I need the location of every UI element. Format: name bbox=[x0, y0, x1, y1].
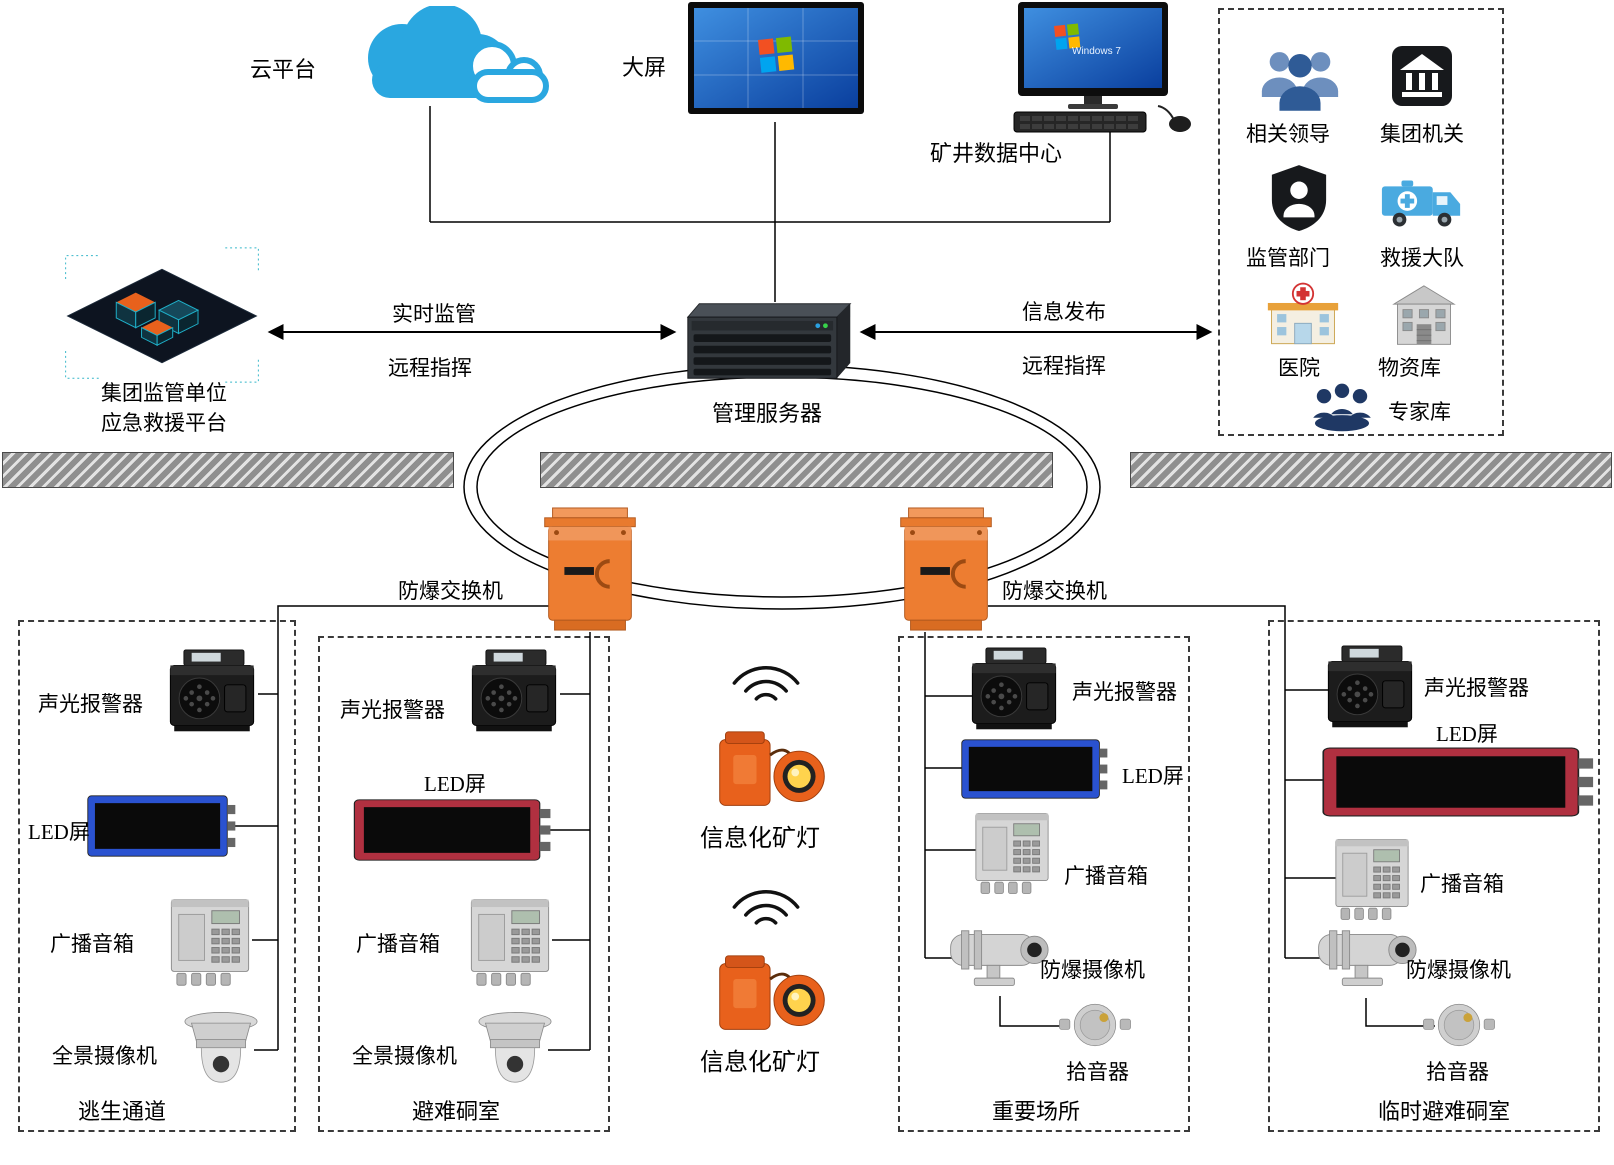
zone1-led-label: LED屏 bbox=[28, 820, 90, 844]
ground-bar-right bbox=[1130, 452, 1612, 488]
mine-lamp-bottom-label: 信息化矿灯 bbox=[700, 1050, 820, 1076]
experts-icon bbox=[1313, 383, 1371, 432]
zone2-camera-label: 全景摄像机 bbox=[352, 1044, 457, 1068]
rescue-ambulance-icon bbox=[1381, 180, 1461, 227]
speaker-device-image bbox=[1326, 836, 1418, 922]
server-label: 管理服务器 bbox=[712, 401, 823, 426]
mine-lamp-image bbox=[712, 950, 832, 1042]
datacenter-label: 矿井数据中心 bbox=[930, 141, 1063, 166]
zone3-led-label: LED屏 bbox=[1122, 764, 1184, 788]
sound-pickup-image bbox=[1422, 998, 1496, 1052]
hospital-label: 医院 bbox=[1278, 356, 1320, 380]
rescue-label: 救援大队 bbox=[1380, 246, 1464, 270]
hospital-icon bbox=[1267, 282, 1339, 345]
datacenter-computer-icon bbox=[1013, 2, 1191, 133]
alarm-device-image bbox=[1316, 644, 1424, 736]
zone4-camera-label: 防爆摄像机 bbox=[1406, 958, 1511, 982]
big-screen-label: 大屏 bbox=[622, 55, 667, 80]
wifi-signal-icon bbox=[722, 648, 810, 704]
zone-refuge-box bbox=[318, 636, 610, 1132]
explosion-proof-switch-left-icon bbox=[540, 506, 640, 634]
panoramic-camera-image bbox=[180, 1006, 262, 1096]
warehouse-label: 物资库 bbox=[1378, 356, 1441, 380]
alarm-device-image bbox=[158, 648, 266, 740]
alarm-device-image bbox=[960, 646, 1068, 738]
platform-label-line1: 集团监管单位 bbox=[101, 381, 227, 405]
zone4-title: 临时避难硐室 bbox=[1378, 1099, 1511, 1124]
zone1-speaker-label: 广播音箱 bbox=[50, 932, 134, 956]
zone4-alarm-label: 声光报警器 bbox=[1424, 676, 1529, 700]
zone3-speaker-label: 广播音箱 bbox=[1064, 864, 1148, 888]
zone-escape-box bbox=[18, 620, 296, 1132]
platform-label: 集团监管单位 应急救援平台 bbox=[58, 378, 270, 439]
zone3-alarm-label: 声光报警器 bbox=[1072, 680, 1177, 704]
zone2-led-label: LED屏 bbox=[424, 772, 486, 796]
zone-temp-refuge-box bbox=[1268, 620, 1600, 1132]
speaker-device-image bbox=[966, 810, 1058, 896]
platform-label-line2: 应急救援平台 bbox=[101, 411, 227, 436]
stakeholder-panel-box bbox=[1218, 8, 1504, 436]
zone4-pickup-label: 拾音器 bbox=[1426, 1060, 1489, 1084]
switch-right-label: 防爆交换机 bbox=[1002, 579, 1107, 603]
management-server-icon bbox=[686, 303, 852, 379]
explosion-proof-switch-right-icon bbox=[896, 506, 996, 634]
group-org-icon bbox=[1392, 46, 1452, 106]
zone2-speaker-label: 广播音箱 bbox=[356, 932, 440, 956]
link-remote-command-left-label: 远程指挥 bbox=[388, 356, 472, 380]
emergency-platform-icon bbox=[65, 247, 259, 383]
zone3-title: 重要场所 bbox=[992, 1099, 1081, 1124]
warehouse-icon bbox=[1392, 285, 1456, 345]
speaker-device-image bbox=[160, 896, 260, 988]
led-screen-image bbox=[960, 738, 1110, 800]
speaker-device-image bbox=[460, 896, 560, 988]
zone-important-box bbox=[898, 636, 1190, 1132]
sound-pickup-image bbox=[1058, 998, 1132, 1052]
zone1-alarm-label: 声光报警器 bbox=[38, 692, 143, 716]
cloud-platform-icon bbox=[368, 6, 549, 103]
experts-label: 专家库 bbox=[1388, 400, 1451, 424]
cloud-label: 云平台 bbox=[250, 57, 317, 82]
switch-left-label: 防爆交换机 bbox=[398, 579, 503, 603]
group-org-label: 集团机关 bbox=[1380, 122, 1464, 146]
led-screen-image bbox=[352, 798, 554, 862]
zone4-led-label: LED屏 bbox=[1436, 722, 1498, 746]
link-info-release-label: 信息发布 bbox=[1022, 300, 1106, 324]
led-screen-image bbox=[86, 794, 238, 858]
ground-bar-left bbox=[2, 452, 454, 488]
zone2-title: 避难硐室 bbox=[412, 1099, 501, 1124]
wifi-signal-icon bbox=[722, 872, 810, 928]
led-screen-image bbox=[1320, 746, 1598, 818]
zone3-pickup-label: 拾音器 bbox=[1066, 1060, 1129, 1084]
regulator-shield-icon bbox=[1271, 165, 1327, 231]
zone2-alarm-label: 声光报警器 bbox=[340, 698, 445, 722]
leaders-label: 相关领导 bbox=[1246, 122, 1330, 146]
zone1-camera-label: 全景摄像机 bbox=[52, 1044, 157, 1068]
big-screen-icon bbox=[688, 2, 864, 114]
datacenter-screen-text: Windows 7 bbox=[1072, 46, 1121, 57]
explosion-proof-camera-image bbox=[942, 918, 1054, 1000]
zone4-speaker-label: 广播音箱 bbox=[1420, 872, 1504, 896]
regulator-label: 监管部门 bbox=[1246, 246, 1330, 270]
leaders-icon bbox=[1261, 52, 1339, 111]
mine-lamp-image bbox=[712, 726, 832, 818]
mine-lamp-top-label: 信息化矿灯 bbox=[700, 826, 820, 852]
link-remote-command-right-label: 远程指挥 bbox=[1022, 354, 1106, 378]
link-realtime-supervision-label: 实时监管 bbox=[392, 302, 476, 326]
zone3-camera-label: 防爆摄像机 bbox=[1040, 958, 1145, 982]
panoramic-camera-image bbox=[474, 1006, 556, 1096]
ground-bar-middle bbox=[540, 452, 1053, 488]
zone1-title: 逃生通道 bbox=[78, 1099, 167, 1124]
alarm-device-image bbox=[460, 648, 568, 740]
